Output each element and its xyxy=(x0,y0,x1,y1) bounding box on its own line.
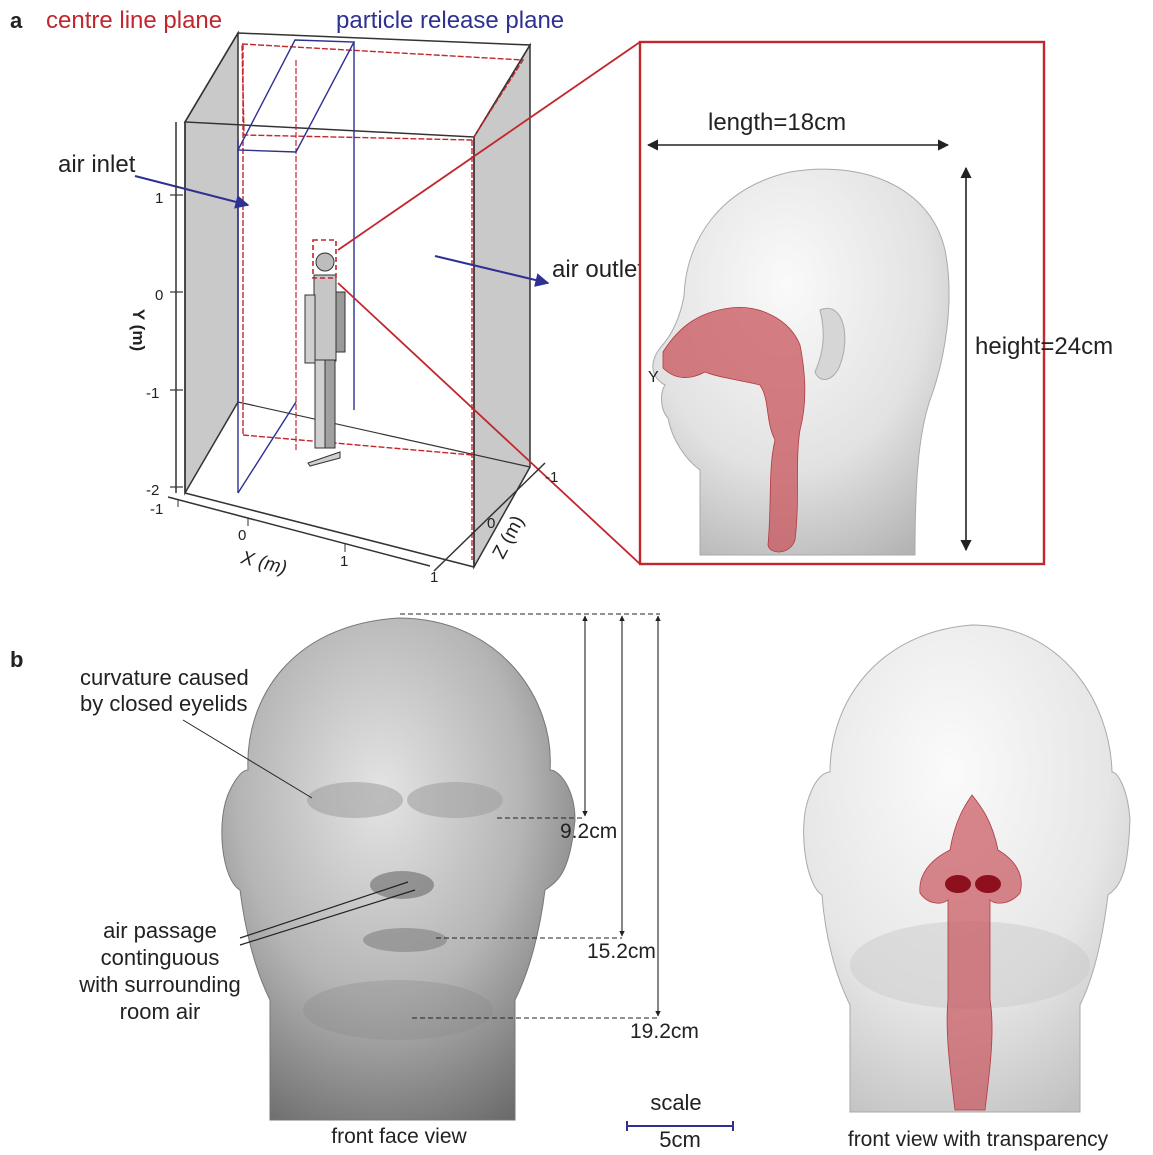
x-axis-title: X (m) xyxy=(238,547,289,579)
centre-plane-label: centre line plane xyxy=(46,7,222,34)
z-tick-label: 1 xyxy=(430,569,438,586)
air-outlet-label: air outlet xyxy=(552,256,644,283)
manikin-torso xyxy=(314,275,336,361)
scale-title: scale xyxy=(650,1090,701,1115)
y-marker: Y xyxy=(648,369,659,386)
passage-note-line4: room air xyxy=(120,999,201,1024)
release-plane-bottom xyxy=(238,402,296,493)
caption-transparency: front view with transparency xyxy=(848,1128,1109,1151)
y-tick-label: -2 xyxy=(146,482,159,499)
y-tick-label: 1 xyxy=(155,190,163,207)
manikin-head xyxy=(316,253,334,271)
height-label: height=24cm xyxy=(975,333,1113,360)
panel-b-label: b xyxy=(10,647,23,672)
x-tick-label: -1 xyxy=(150,501,163,518)
panel-a-label: a xyxy=(10,8,23,33)
passage-note-line3: with surrounding xyxy=(78,972,240,997)
passage-note-line1: air passage xyxy=(103,918,217,943)
front-face-head xyxy=(222,618,575,1120)
y-axis-title: Y (m) xyxy=(129,309,148,351)
air-inlet-label: air inlet xyxy=(58,151,136,178)
z-tick-label: 0 xyxy=(487,515,495,532)
manikin-left-arm xyxy=(305,295,315,363)
y-tick-label: -1 xyxy=(146,385,159,402)
y-axis: 1 0 -1 -2 Y (m) xyxy=(129,122,183,499)
transparent-head xyxy=(804,625,1130,1112)
left-eye-region xyxy=(307,782,403,818)
dim-label-3: 19.2cm xyxy=(630,1020,699,1043)
nose xyxy=(370,871,434,899)
right-nostril xyxy=(975,875,1001,893)
dim-label-2: 15.2cm xyxy=(587,940,656,963)
manikin xyxy=(305,240,345,466)
x-axis-line xyxy=(168,497,430,566)
x-tick-label: 1 xyxy=(340,553,348,570)
manikin-left-leg xyxy=(315,360,325,448)
eyelid-note-line2: by closed eyelids xyxy=(80,691,248,716)
manikin-feet xyxy=(308,452,340,466)
x-tick-label: 0 xyxy=(238,527,246,544)
x-axis: -1 0 1 X (m) xyxy=(150,497,430,579)
length-label: length=18cm xyxy=(708,109,846,136)
z-tick-label: -1 xyxy=(545,469,558,486)
mouth xyxy=(363,928,447,952)
chin-shadow xyxy=(303,980,493,1040)
eyelid-note-line1: curvature caused xyxy=(80,665,249,690)
left-nostril xyxy=(945,875,971,893)
caption-front-face: front face view xyxy=(331,1125,467,1148)
dim-label-1: 9.2cm xyxy=(560,820,617,843)
y-tick-label: 0 xyxy=(155,287,163,304)
manikin-right-arm xyxy=(336,292,345,352)
release-plane-label: particle release plane xyxy=(336,7,564,34)
head-surface xyxy=(222,618,575,1120)
centre-plane-bottom xyxy=(243,435,472,455)
scale-value: 5cm xyxy=(659,1127,701,1152)
manikin-right-leg xyxy=(325,360,335,448)
right-eye-region xyxy=(407,782,503,818)
passage-note-line2: continguous xyxy=(101,945,220,970)
left-wall xyxy=(185,33,238,493)
front-bottom-edge xyxy=(185,493,474,567)
